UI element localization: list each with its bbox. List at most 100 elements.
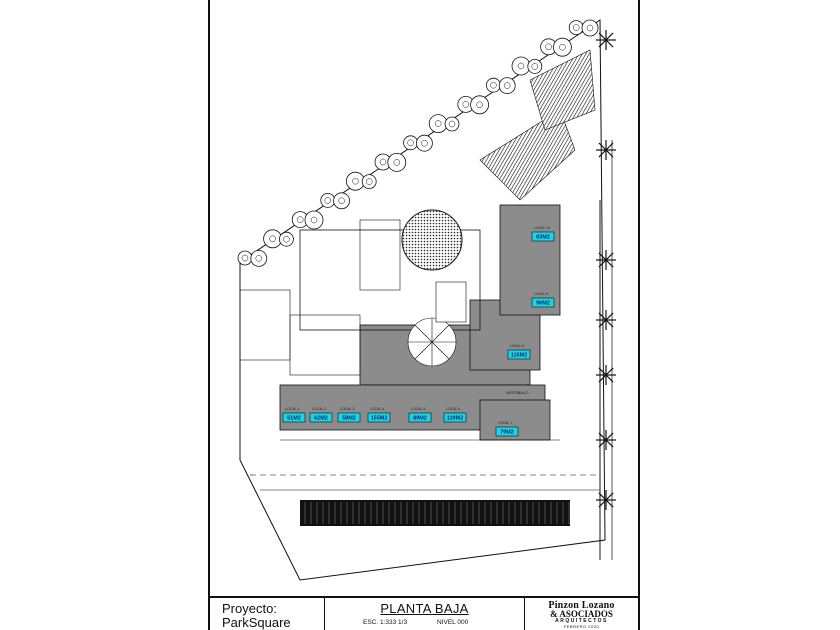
unit-area-box bbox=[495, 426, 519, 437]
tree bbox=[428, 114, 448, 133]
parking-strip bbox=[300, 500, 570, 526]
unit-local-label: LOCAL 6 bbox=[446, 407, 460, 411]
tree-core bbox=[503, 82, 511, 89]
palm-tree bbox=[596, 250, 616, 270]
unit-area-box bbox=[337, 412, 361, 423]
tree-core bbox=[379, 158, 387, 166]
unit-area-box bbox=[309, 412, 333, 423]
tree-core bbox=[448, 120, 456, 128]
ramp-area bbox=[529, 49, 596, 131]
tree-core bbox=[434, 120, 442, 127]
drawing-date: FEBRERO 2020 bbox=[563, 624, 600, 629]
unit-8: LOCAL 5 89M2 bbox=[408, 407, 432, 423]
unit-5: LOCAL 2 62M2 bbox=[309, 407, 333, 423]
tree bbox=[470, 95, 490, 115]
tree-core bbox=[393, 159, 401, 166]
tree bbox=[361, 174, 377, 190]
tree-core bbox=[241, 254, 249, 262]
tree-core bbox=[421, 139, 428, 147]
site-boundary bbox=[239, 19, 606, 581]
unit-area-label: 62M2 bbox=[314, 416, 328, 422]
tree bbox=[581, 19, 599, 37]
tree-core bbox=[572, 24, 580, 31]
unit-7: LOCAL 4 155M2 bbox=[367, 407, 391, 423]
tree bbox=[320, 192, 336, 208]
tree-core bbox=[283, 235, 290, 243]
tree bbox=[250, 249, 268, 267]
tree-core bbox=[310, 216, 318, 224]
tree bbox=[444, 116, 460, 132]
tree bbox=[415, 134, 433, 152]
tree-core bbox=[462, 101, 470, 108]
tree-core bbox=[559, 43, 566, 51]
palm-tree bbox=[596, 490, 616, 510]
palm-tree bbox=[596, 310, 616, 330]
tree bbox=[263, 229, 283, 249]
tree bbox=[527, 59, 543, 74]
unit-2: LOCAL 9 96M2 bbox=[531, 292, 555, 308]
vestibule-label: VESTIBULO bbox=[506, 390, 528, 395]
project-cell: Proyecto: ParkSquare bbox=[210, 598, 325, 630]
unit-area-box bbox=[408, 412, 432, 423]
palm-tree bbox=[596, 365, 616, 385]
unit-area-box bbox=[443, 412, 467, 423]
tree bbox=[237, 250, 253, 266]
round-plaza bbox=[401, 209, 463, 271]
unit-local-label: LOCAL 5 bbox=[411, 407, 425, 411]
unit-area-label: 155M2 bbox=[371, 416, 388, 422]
tree bbox=[333, 192, 351, 210]
unit-area-box bbox=[282, 412, 306, 423]
unit-area-label: 96M2 bbox=[536, 301, 550, 307]
project-name: ParkSquare bbox=[222, 615, 291, 630]
tree-core bbox=[255, 255, 263, 262]
tree-core bbox=[324, 197, 332, 204]
firm-cell: Pinzon Lozano & ASOCIADOS ARQUITECTOS FE… bbox=[525, 598, 638, 630]
unit-area-label: 115M2 bbox=[511, 353, 528, 359]
spiral-stair bbox=[407, 317, 457, 367]
tree-core bbox=[517, 62, 525, 70]
tree-band bbox=[237, 19, 599, 267]
unit-area-box bbox=[367, 412, 391, 423]
tree-core bbox=[531, 63, 539, 70]
title-block: Proyecto: ParkSquare PLANTA BAJA ESC. 1:… bbox=[210, 596, 638, 630]
firm-name: Pinzon Lozano bbox=[548, 600, 615, 611]
unit-local-label: LOCAL 8 bbox=[510, 344, 524, 348]
unit-area-label: 79M2 bbox=[500, 430, 514, 436]
unit-area-label: 51M2 bbox=[287, 416, 301, 422]
tree bbox=[304, 210, 324, 230]
sheet-scale: ESC. 1:333 1/3 bbox=[363, 619, 408, 626]
stair-run bbox=[435, 281, 467, 323]
unit-area-box bbox=[531, 297, 555, 308]
unit-local-label: LOCAL 10 bbox=[534, 226, 550, 230]
tree bbox=[387, 152, 407, 172]
tree bbox=[345, 171, 365, 191]
tree-core bbox=[338, 197, 345, 205]
tree-core bbox=[545, 43, 552, 51]
tree bbox=[498, 77, 516, 94]
unit-local-label: LOCAL 9 bbox=[534, 292, 548, 296]
tree bbox=[485, 77, 501, 93]
ramp-area bbox=[479, 109, 576, 201]
unit-local-label: LOCAL 2 bbox=[312, 407, 326, 411]
palm-tree bbox=[596, 430, 616, 450]
tree-core bbox=[352, 177, 359, 185]
tree-core bbox=[365, 178, 373, 185]
unit-area-label: 83M2 bbox=[536, 235, 550, 241]
unit-area-box bbox=[507, 349, 531, 360]
palm-tree bbox=[596, 140, 616, 160]
tree-core bbox=[490, 81, 497, 89]
sheet-cell: PLANTA BAJA ESC. 1:333 1/3 NIVEL 000 bbox=[325, 598, 525, 630]
sheet-title: PLANTA BAJA bbox=[380, 601, 469, 616]
tree-core bbox=[476, 101, 483, 109]
unit-local-label: LOCAL 4 bbox=[370, 407, 384, 411]
tree bbox=[511, 56, 531, 76]
building-wing bbox=[499, 204, 561, 316]
tree-core bbox=[407, 139, 414, 147]
tree bbox=[278, 231, 294, 247]
unit-area-label: 89M2 bbox=[413, 416, 427, 422]
